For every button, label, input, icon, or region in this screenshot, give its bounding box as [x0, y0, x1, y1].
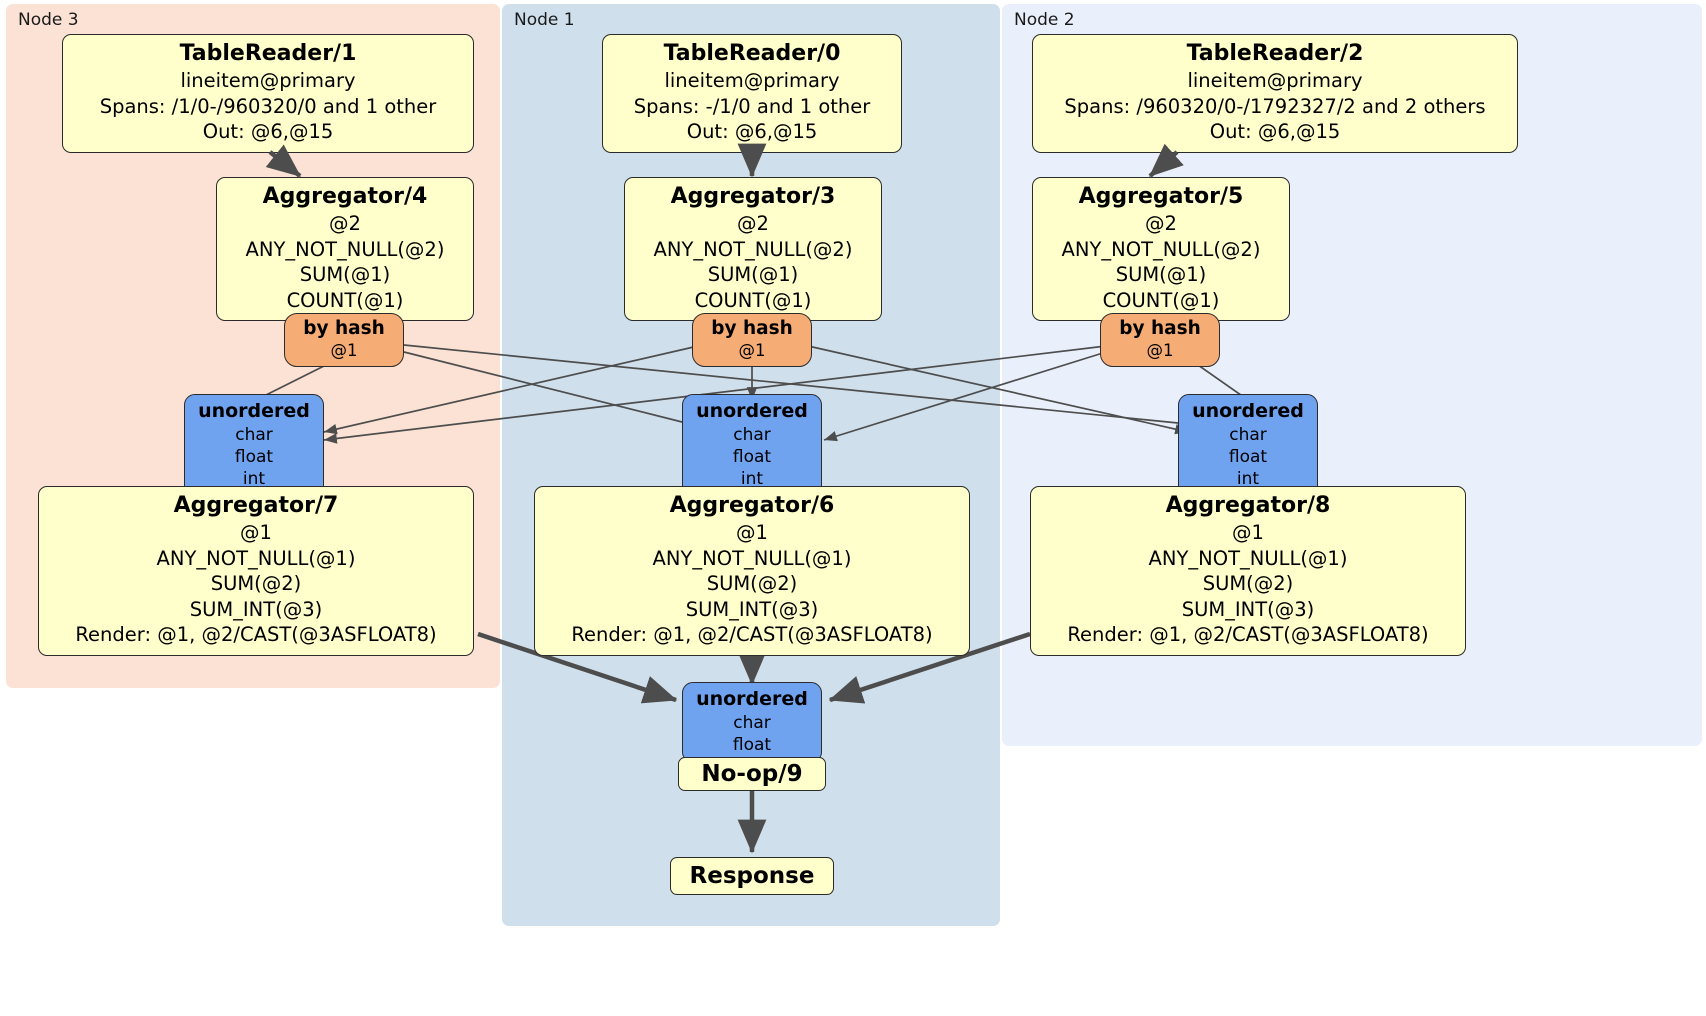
processor-line: SUM(@1)	[1115, 263, 1207, 286]
synchronizer-line: float	[732, 447, 772, 467]
synchronizer-line: char	[235, 425, 273, 445]
processor-line: Out: @6,@15	[686, 120, 818, 143]
processor-line: SUM(@2)	[1202, 572, 1294, 595]
synchronizer-line: float	[234, 447, 274, 467]
processor-line: @1	[240, 521, 272, 544]
processor-line: Out: @6,@15	[202, 120, 334, 143]
response-node[interactable]: Response	[670, 857, 834, 895]
synchronizer-unordered-left[interactable]: unordered char float int	[184, 394, 324, 497]
processor-title: TableReader/2	[1186, 41, 1364, 66]
processor-title: Aggregator/4	[262, 184, 428, 209]
processor-line: @2	[737, 212, 769, 235]
processor-line: lineitem@primary	[664, 69, 840, 92]
processor-line: lineitem@primary	[180, 69, 356, 92]
processor-line: lineitem@primary	[1187, 69, 1363, 92]
processor-aggregator7[interactable]: Aggregator/7 @1 ANY_NOT_NULL(@1) SUM(@2)…	[38, 486, 474, 656]
processor-line: ANY_NOT_NULL(@1)	[652, 546, 852, 570]
processor-line: SUM(@2)	[210, 572, 302, 595]
synchronizer-line: int	[1236, 469, 1260, 489]
processor-aggregator8[interactable]: Aggregator/8 @1 ANY_NOT_NULL(@1) SUM(@2)…	[1030, 486, 1466, 656]
processor-line: Render: @1, @2/CAST(@3ASFLOAT8)	[1067, 623, 1429, 646]
synchronizer-title: unordered	[1192, 400, 1304, 422]
synchronizer-line: char	[1229, 425, 1267, 445]
processor-line: @2	[1145, 212, 1177, 235]
synchronizer-unordered-middle[interactable]: unordered char float int	[682, 394, 822, 497]
processor-noop9[interactable]: No-op/9	[678, 757, 826, 791]
processor-aggregator6[interactable]: Aggregator/6 @1 ANY_NOT_NULL(@1) SUM(@2)…	[534, 486, 970, 656]
processor-line: SUM_INT(@3)	[189, 597, 323, 621]
processor-title: Aggregator/6	[669, 493, 835, 518]
processor-line: ANY_NOT_NULL(@1)	[1148, 546, 1348, 570]
processor-line: ANY_NOT_NULL(@2)	[245, 237, 445, 261]
processor-line: ANY_NOT_NULL(@2)	[653, 237, 853, 261]
synchronizer-line: float	[732, 735, 772, 755]
router-line: @1	[738, 341, 766, 360]
router-title: by hash	[303, 318, 385, 339]
processor-line: @2	[329, 212, 361, 235]
synchronizer-title: unordered	[696, 688, 808, 710]
processor-line: SUM_INT(@3)	[685, 597, 819, 621]
processor-title: Aggregator/7	[173, 493, 339, 518]
processor-title: TableReader/1	[179, 41, 357, 66]
processor-aggregator4[interactable]: Aggregator/4 @2 ANY_NOT_NULL(@2) SUM(@1)…	[216, 177, 474, 321]
processor-line: @1	[736, 521, 768, 544]
router-title: by hash	[711, 318, 793, 339]
synchronizer-line: int	[740, 469, 764, 489]
node-panel-label-node2: Node 2	[1014, 10, 1075, 30]
processor-line: Spans: /960320/0-/1792327/2 and 2 others	[1064, 94, 1486, 118]
synchronizer-unordered-right[interactable]: unordered char float int	[1178, 394, 1318, 497]
processor-title: TableReader/0	[663, 41, 841, 66]
processor-line: Render: @1, @2/CAST(@3ASFLOAT8)	[75, 623, 437, 646]
processor-line: SUM_INT(@3)	[1181, 597, 1315, 621]
processor-line: ANY_NOT_NULL(@1)	[156, 546, 356, 570]
synchronizer-title: unordered	[696, 400, 808, 422]
synchronizer-line: float	[1228, 447, 1268, 467]
processor-line: Render: @1, @2/CAST(@3ASFLOAT8)	[571, 623, 933, 646]
processor-line: SUM(@1)	[299, 263, 391, 286]
synchronizer-line: char	[733, 713, 771, 733]
processor-line: SUM(@1)	[707, 263, 799, 286]
node-panel-label-node3: Node 3	[18, 10, 79, 30]
router-line: @1	[1146, 341, 1174, 360]
processor-line: Spans: /1/0-/960320/0 and 1 other	[99, 94, 437, 118]
processor-title: Aggregator/8	[1165, 493, 1331, 518]
processor-line: @1	[1232, 521, 1264, 544]
router-byhash-right[interactable]: by hash @1	[1100, 313, 1220, 367]
synchronizer-title: unordered	[198, 400, 310, 422]
processor-tablereader2[interactable]: TableReader/2 lineitem@primary Spans: /9…	[1032, 34, 1518, 153]
synchronizer-line: int	[242, 469, 266, 489]
processor-line: ANY_NOT_NULL(@2)	[1061, 237, 1261, 261]
processor-line: SUM(@2)	[706, 572, 798, 595]
node-panel-label-node1: Node 1	[514, 10, 575, 30]
router-title: by hash	[1119, 318, 1201, 339]
processor-tablereader0[interactable]: TableReader/0 lineitem@primary Spans: -/…	[602, 34, 902, 153]
processor-tablereader1[interactable]: TableReader/1 lineitem@primary Spans: /1…	[62, 34, 474, 153]
processor-title: Aggregator/3	[670, 184, 836, 209]
processor-line: COUNT(@1)	[694, 288, 812, 312]
processor-line: Out: @6,@15	[1209, 120, 1341, 143]
processor-line: Spans: -/1/0 and 1 other	[633, 94, 871, 118]
synchronizer-line: char	[733, 425, 771, 445]
router-line: @1	[330, 341, 358, 360]
router-byhash-middle[interactable]: by hash @1	[692, 313, 812, 367]
processor-aggregator3[interactable]: Aggregator/3 @2 ANY_NOT_NULL(@2) SUM(@1)…	[624, 177, 882, 321]
synchronizer-unordered-final[interactable]: unordered char float	[682, 682, 822, 763]
processor-title: No-op/9	[701, 761, 803, 787]
processor-aggregator5[interactable]: Aggregator/5 @2 ANY_NOT_NULL(@2) SUM(@1)…	[1032, 177, 1290, 321]
processor-title: Aggregator/5	[1078, 184, 1244, 209]
router-byhash-left[interactable]: by hash @1	[284, 313, 404, 367]
processor-line: COUNT(@1)	[286, 288, 404, 312]
processor-line: COUNT(@1)	[1102, 288, 1220, 312]
response-label: Response	[689, 863, 815, 889]
